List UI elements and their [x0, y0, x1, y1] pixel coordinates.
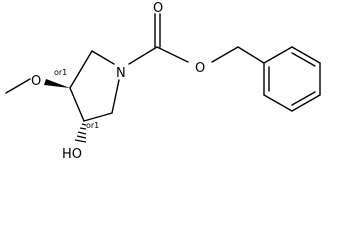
stereo-label-c3: or1	[54, 68, 67, 77]
bond-ch2-ring	[237, 46, 265, 64]
bond-c3-c2	[69, 50, 93, 89]
benzene-bond-6	[263, 46, 293, 64]
hashed-wedge-c4-oh	[74, 123, 87, 143]
atom-oh-label: HO	[62, 147, 82, 162]
bond-n-ccarbonyl	[128, 46, 158, 65]
benzene-bond-3	[291, 94, 321, 112]
atom-o-carbonyl-label: O	[153, 1, 163, 16]
atom-n-label: N	[116, 66, 126, 81]
atom-o-methoxy-label: O	[31, 74, 41, 89]
bond-c2-n	[91, 50, 115, 65]
bond-n-c5	[111, 79, 120, 114]
benzene-bond-2	[263, 94, 293, 112]
bond-c5-c4	[83, 112, 113, 122]
molecule-diagram: N O O O HO or1 or1	[5, 1, 321, 162]
wedge-c3-o	[44, 79, 70, 88]
stereo-label-c4: or1	[86, 121, 99, 130]
atom-o-ester-label: O	[195, 61, 205, 76]
benzene-inner-2	[291, 91, 316, 106]
bond-c4-c3	[69, 87, 85, 122]
structure-canvas: N O O O HO or1 or1	[5, 1, 321, 162]
benzene-bond-5	[291, 46, 321, 64]
bond-oester-ch2	[211, 46, 239, 63]
bond-ccarbonyl-oester	[156, 46, 189, 63]
bond-o-ch3	[5, 78, 31, 94]
benzene-inner-3	[291, 52, 316, 67]
